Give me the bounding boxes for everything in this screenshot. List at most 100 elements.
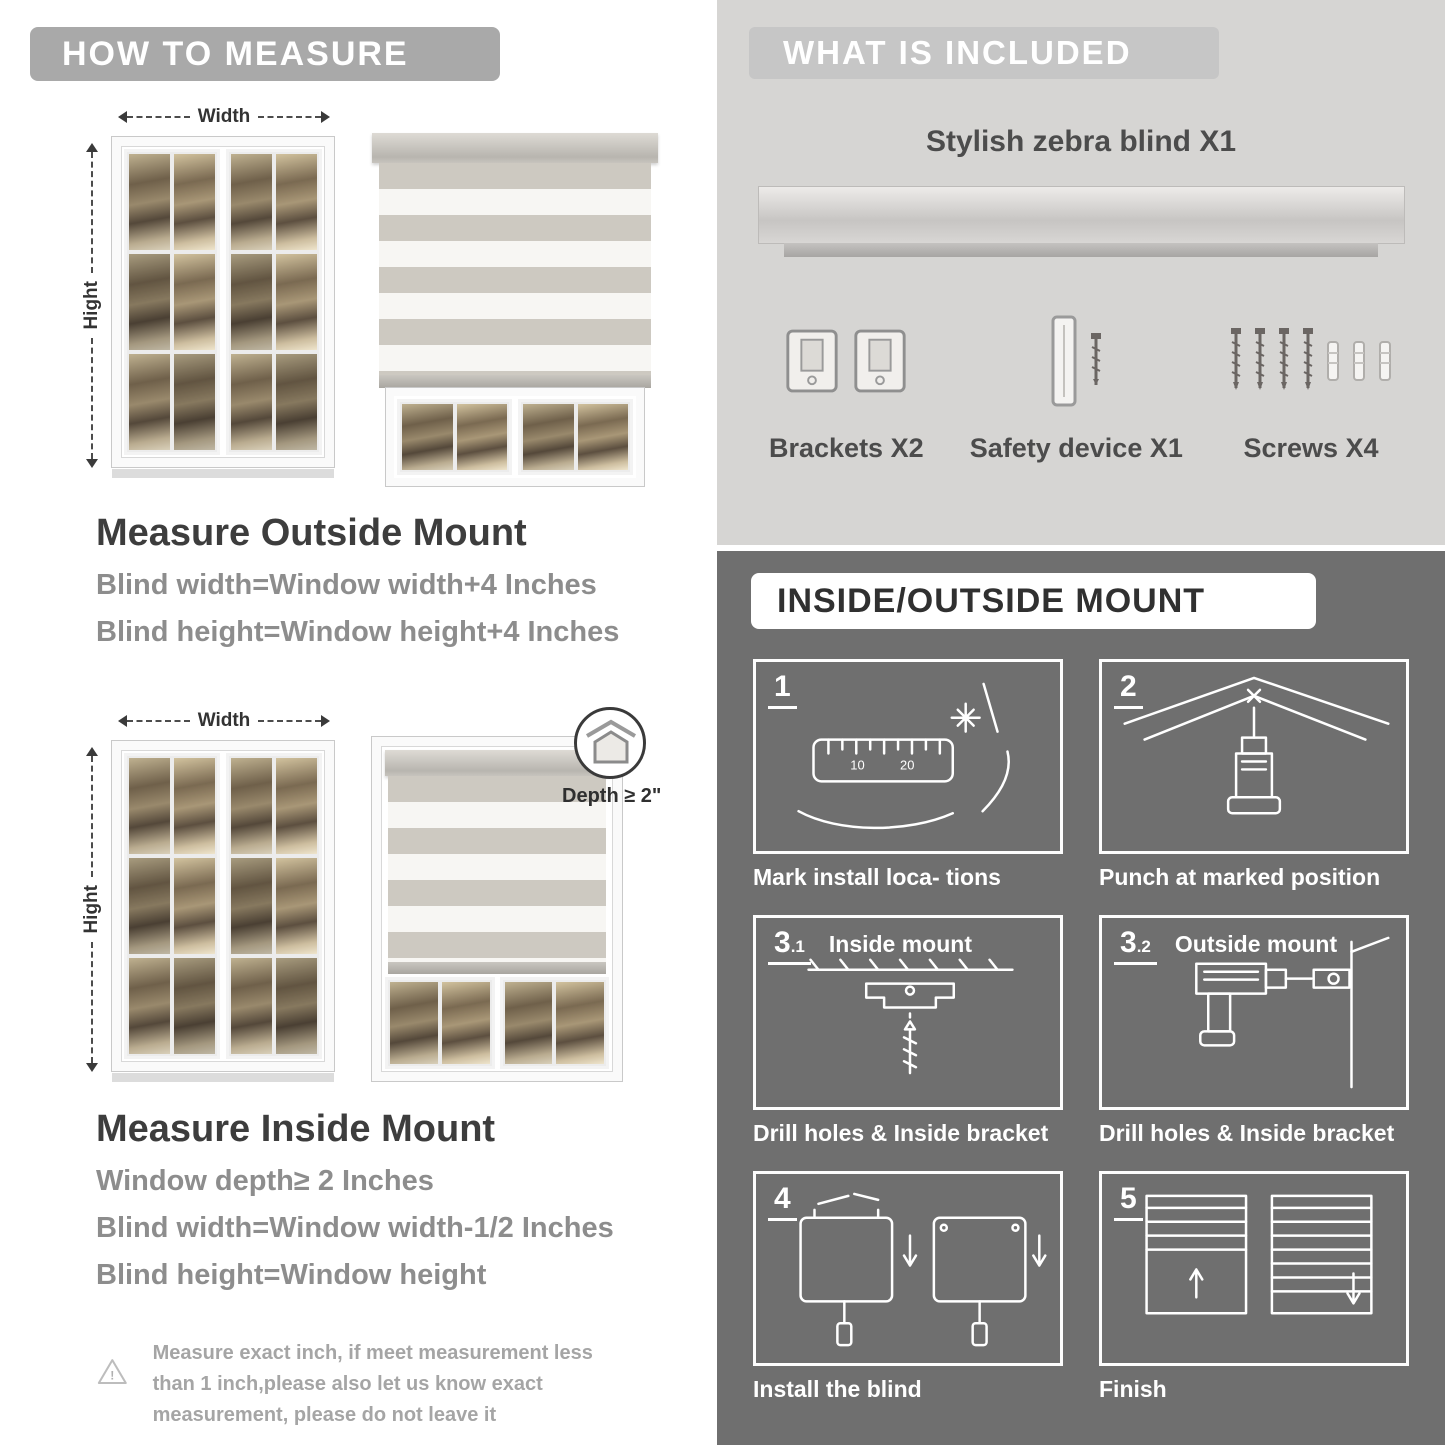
inside-mounted-blind	[385, 750, 609, 974]
step-number: 3.2	[1114, 926, 1157, 965]
zebra-blind-headrail-figure	[758, 187, 1404, 257]
step-number: 1	[768, 670, 797, 709]
window-pane	[174, 154, 215, 250]
arrow-right-icon	[321, 111, 330, 123]
svg-text:!: !	[110, 1368, 114, 1382]
arrow-left-icon	[118, 111, 127, 123]
depth-callout: Depth ≥ 2"	[562, 707, 662, 808]
step-3-1: 3.1 Inside mount	[753, 915, 1063, 1147]
step-caption: Drill holes & Inside bracket	[753, 1120, 1049, 1146]
window-pane	[231, 958, 272, 1054]
mount-steps-grid: 1 10	[753, 659, 1409, 1403]
warning-triangle-icon: !	[97, 1359, 127, 1385]
zebra-blind-inside-figure: Depth ≥ 2"	[372, 707, 661, 1081]
arrow-down-icon	[86, 1063, 98, 1073]
window-pane	[231, 154, 272, 250]
zebra-stripes	[388, 776, 606, 962]
inside-mount-diagrams: Width Hight	[78, 707, 717, 1082]
window-pane	[231, 858, 272, 954]
window-pane	[276, 758, 317, 854]
zebra-stripes	[379, 163, 651, 375]
safety-device-icon	[1051, 315, 1077, 407]
inside-formula-width: Blind width=Window width-1/2 Inches	[96, 1212, 614, 1244]
window-diagram-inside: Width Hight	[78, 707, 334, 1082]
step-caption: Punch at marked position	[1099, 864, 1381, 890]
step-caption: Drill holes & Inside bracket	[1099, 1120, 1395, 1146]
window-pane	[174, 354, 215, 450]
window-frame	[372, 737, 622, 1081]
window-diagram-outside: Width Hight	[78, 103, 334, 478]
width-label: Width	[197, 106, 251, 127]
width-label: Width	[197, 710, 251, 731]
window-sash	[499, 977, 609, 1069]
step-panel: 3.1 Inside mount	[753, 915, 1063, 1110]
window-pane	[556, 982, 604, 1064]
install-blind-art	[799, 1192, 1047, 1347]
height-label: Hight	[81, 281, 102, 330]
arrow-left-icon	[118, 715, 127, 727]
step-caption: Finish	[1099, 1376, 1167, 1402]
step-4: 4	[753, 1171, 1063, 1403]
zebra-blind-outside-figure	[372, 133, 658, 486]
inside-bracket-art	[807, 958, 1014, 1075]
height-arrow: Hight	[80, 143, 104, 469]
window-pane	[276, 154, 317, 250]
window-below-blind	[386, 388, 644, 486]
window-pane	[276, 958, 317, 1054]
window-sash	[124, 753, 220, 1059]
part-brackets: Brackets X2	[769, 305, 924, 464]
part-label: Brackets X2	[769, 433, 924, 463]
window-pane	[441, 982, 490, 1064]
window-pane	[231, 758, 272, 854]
outside-formula-width: Blind width=Window width+4 Inches	[96, 569, 597, 601]
part-label: Safety device X1	[969, 433, 1183, 463]
step-caption: Install the blind	[753, 1376, 922, 1402]
step-panel: 3.2 Outside mount	[1099, 915, 1409, 1110]
step-number: 4	[768, 1182, 797, 1221]
arrow-up-icon	[86, 747, 98, 756]
safety-device-icons	[1049, 305, 1103, 417]
depth-label: Depth ≥ 2"	[562, 785, 662, 807]
window-below-blind	[385, 977, 609, 1069]
window-pane	[504, 982, 553, 1064]
svg-text:20: 20	[900, 757, 914, 772]
how-to-measure-section: HOW TO MEASURE Width Hight	[0, 0, 717, 1445]
bracket-icon	[854, 329, 906, 393]
blind-cassette	[372, 133, 658, 163]
what-is-included-banner: WHAT IS INCLUDED	[749, 27, 1219, 79]
inside-formula-height: Blind height=Window height	[96, 1259, 487, 1291]
window-pane	[276, 858, 317, 954]
window-sash	[226, 149, 322, 455]
arrow-up-icon	[86, 143, 98, 152]
window-pane	[129, 758, 170, 854]
step-caption: Mark install loca- tions	[753, 864, 1001, 890]
step-number: 3.1	[768, 926, 811, 965]
part-screws: Screws X4	[1229, 305, 1393, 464]
window-pane	[129, 154, 170, 250]
window-sill	[112, 469, 334, 478]
window-sash	[385, 977, 495, 1069]
depth-magnifier-icon	[574, 707, 646, 779]
window-pane	[174, 758, 215, 854]
height-label: Hight	[81, 885, 102, 934]
warning-text: Measure exact inch, if meet measurement …	[152, 1342, 593, 1426]
step-2: 2	[1099, 659, 1409, 891]
window-pane	[174, 254, 215, 350]
outside-formula-height: Blind height=Window height+4 Inches	[96, 616, 620, 648]
screw-icon	[1279, 328, 1289, 390]
outside-bracket-art	[1195, 936, 1390, 1089]
how-to-measure-banner: HOW TO MEASURE	[30, 27, 500, 81]
measurement-warning: ! Measure exact inch, if meet measuremen…	[96, 1336, 636, 1431]
step-3-2: 3.2 Outside mount	[1099, 915, 1409, 1147]
window-illustration	[112, 137, 334, 467]
right-column: WHAT IS INCLUDED Stylish zebra blind X1	[717, 0, 1445, 1445]
window-pane	[456, 404, 507, 470]
window-pane	[129, 858, 170, 954]
arrow-down-icon	[86, 459, 98, 469]
screw-icon	[1303, 328, 1313, 390]
window-sash	[397, 399, 512, 475]
section-divider	[717, 545, 1445, 551]
step-panel: 4	[753, 1171, 1063, 1366]
step-5: 5	[1099, 1171, 1409, 1403]
